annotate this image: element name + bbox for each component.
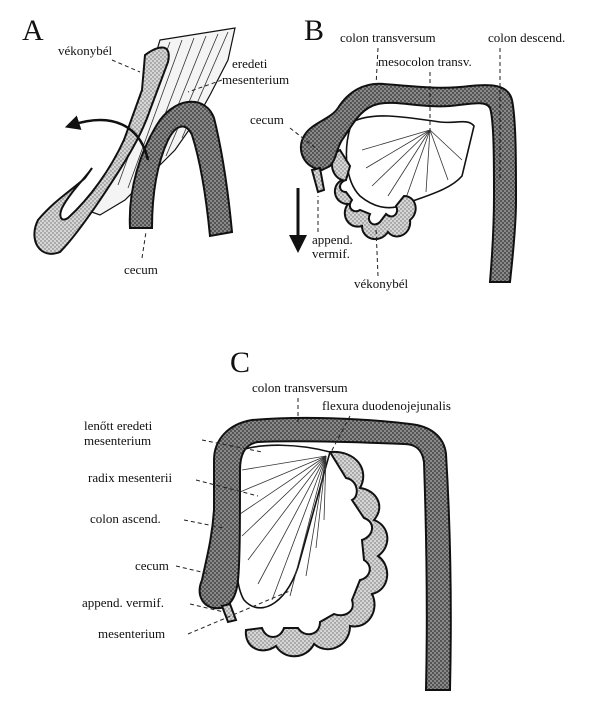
panel-a-small-intestine xyxy=(33,46,170,255)
panel-c-leader-mesenterium xyxy=(187,589,293,635)
panel-a-label-orig-mesentery-2: mesenterium xyxy=(222,72,289,87)
panel-a-label-cecum: cecum xyxy=(124,262,158,277)
panel-a-cecum-colon xyxy=(128,100,234,238)
panel-a-leader-small-intestine xyxy=(111,59,141,73)
panel-b-label-append-2: vermif. xyxy=(312,246,350,261)
panel-b-label-mesocolon: mesocolon transv. xyxy=(378,54,472,69)
panel-c: C colon transversum flexura duodenojejun… xyxy=(82,346,452,691)
panel-b-appendix xyxy=(310,166,326,194)
panel-b-leader-cecum xyxy=(289,127,319,151)
panel-b-label-colon-descend: colon descend. xyxy=(488,30,565,45)
panel-b-label-cecum: cecum xyxy=(250,112,284,127)
panel-b: B colon transversum colon descend. mesoc… xyxy=(250,14,565,291)
panel-c-letter: C xyxy=(230,346,250,379)
panel-b-letter: B xyxy=(304,14,324,47)
panel-c-label-radix: radix mesenterii xyxy=(88,470,172,485)
panel-b-colon xyxy=(299,82,518,283)
panel-c-small-intestine xyxy=(244,450,389,658)
panel-c-label-flexura: flexura duodenojejunalis xyxy=(322,398,451,413)
panel-c-label-cecum: cecum xyxy=(135,558,169,573)
panel-c-label-colon-ascend: colon ascend. xyxy=(90,511,161,526)
panel-c-label-grown-mes-2: mesenterium xyxy=(84,433,151,448)
panel-c-leader-grown-mes xyxy=(201,439,263,453)
panel-c-mesentery-fan xyxy=(239,455,327,601)
panel-b-leader-small-intestine xyxy=(375,227,379,277)
panel-b-label-colon-transversum: colon transversum xyxy=(340,30,436,45)
panel-c-leader-cecum xyxy=(175,565,211,575)
panel-a-leader-mesentery xyxy=(187,79,223,93)
panel-b-label-append-1: append. xyxy=(312,232,353,247)
panel-b-leader-colon-transversum xyxy=(375,47,379,87)
panel-c-label-append: append. vermif. xyxy=(82,595,164,610)
panel-b-mesocolon-fan xyxy=(361,129,463,199)
panel-c-appendix xyxy=(220,602,238,624)
panel-c-label-mesenterium: mesenterium xyxy=(98,626,165,641)
panel-c-leader-flexura xyxy=(329,415,351,455)
panel-a-rotation-arrow xyxy=(64,115,150,161)
panel-c-leader-radix xyxy=(195,479,259,497)
panel-a-letter: A xyxy=(22,14,44,47)
panel-a-label-small-intestine: vékonybél xyxy=(58,43,113,58)
panel-a-label-orig-mesentery-1: eredeti xyxy=(232,56,268,71)
panel-c-leader-append xyxy=(189,603,225,613)
panel-b-small-intestine xyxy=(331,148,417,241)
panel-a: A vékonybél eredeti mesenterium cecum xyxy=(22,14,289,277)
panel-b-label-small-intestine: vékonybél xyxy=(354,276,409,291)
panel-c-label-colon-transversum: colon transversum xyxy=(252,380,348,395)
panel-a-leader-cecum xyxy=(141,231,147,259)
panel-c-label-grown-mes-1: lenőtt eredeti xyxy=(84,418,153,433)
